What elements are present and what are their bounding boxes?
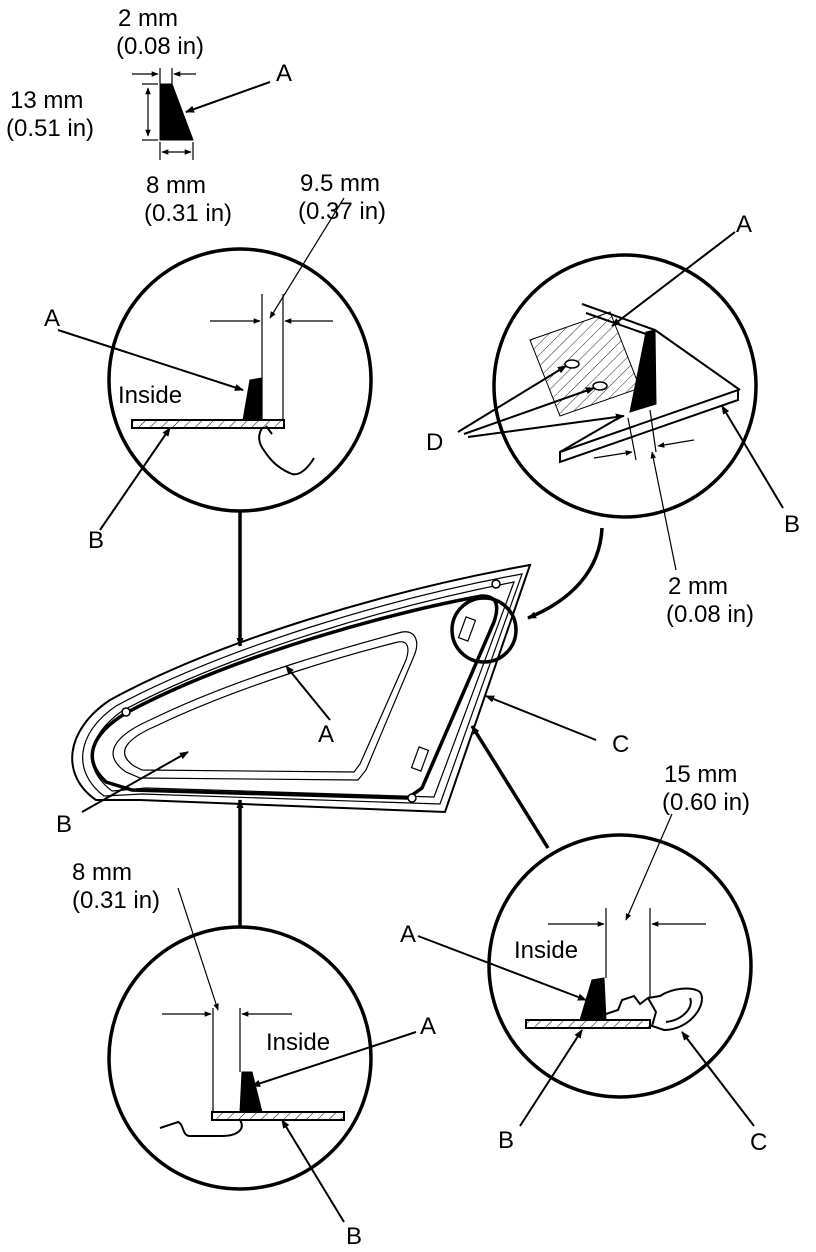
detail-circle-top-left (107, 247, 373, 513)
label-a: A (736, 211, 752, 238)
inner-glass-panel (112, 631, 418, 781)
adhesive-bead (579, 977, 607, 1021)
label-d: D (426, 429, 443, 456)
bead-base-in: (0.31 in) (144, 200, 232, 227)
detail-circle-bottom-right (487, 833, 753, 1099)
bead-width-in: (0.08 in) (116, 33, 204, 60)
adhesive-bead (239, 1071, 263, 1113)
inside-label: Inside (118, 382, 182, 409)
glass-section (525, 1019, 651, 1029)
label-b: B (498, 1127, 514, 1154)
dim-15-in: (0.60 in) (662, 789, 750, 816)
bead-base-mm: 8 mm (146, 172, 206, 199)
dim-95-in: (0.37 in) (298, 198, 386, 225)
detail-bottom-left: 8 mm (0.31 in) Inside A B (72, 859, 436, 1250)
dim-2-mm: 2 mm (668, 573, 728, 600)
dim-8-mm: 8 mm (72, 859, 132, 886)
zoom-callout-circle (450, 596, 518, 664)
label-c: C (612, 731, 629, 758)
bead-height-mm: 13 mm (10, 87, 83, 114)
adhesive-bead-path (90, 594, 499, 800)
glass-section (211, 1111, 345, 1121)
dim-95-mm: 9.5 mm (300, 170, 380, 197)
label-b: B (346, 1223, 362, 1250)
dim-2-in: (0.08 in) (666, 601, 754, 628)
inside-label: Inside (266, 1029, 330, 1056)
label-c: C (750, 1129, 767, 1156)
clip-wire (159, 1119, 243, 1137)
detail-bottom-right: 15 mm (0.60 in) Inside A B C (400, 761, 767, 1156)
label-a: A (400, 921, 416, 948)
quarter-glass: A B C (56, 563, 629, 838)
adhesive-bead (629, 329, 657, 413)
bead-label-a: A (276, 60, 292, 87)
glass-outline (71, 563, 532, 814)
label-a: A (318, 721, 334, 748)
bead-profile: 2 mm (0.08 in) 13 mm (0.51 in) 8 mm (0.3… (6, 5, 292, 227)
label-b: B (88, 527, 104, 554)
label-b: B (784, 511, 800, 538)
dim-8-in: (0.31 in) (72, 887, 160, 914)
bead-height-in: (0.51 in) (6, 115, 94, 142)
detail-top-left: Inside 9.5 mm (0.37 in) A B (44, 170, 386, 554)
bead-width-mm: 2 mm (118, 5, 178, 32)
arrow-to-callout (527, 527, 604, 620)
bead-shape (159, 83, 194, 141)
inside-label: Inside (514, 937, 578, 964)
arrow-to-side-edge (470, 725, 550, 849)
glass-section (131, 419, 285, 429)
label-b: B (56, 811, 72, 838)
detail-top-right: A B D 2 mm (0.08 in) (426, 211, 800, 628)
clip-wire (258, 427, 315, 476)
label-a: A (44, 305, 60, 332)
glass-section (559, 388, 739, 464)
molding-profile (605, 987, 703, 1032)
label-a: A (420, 1013, 436, 1040)
dim-15-mm: 15 mm (664, 761, 737, 788)
